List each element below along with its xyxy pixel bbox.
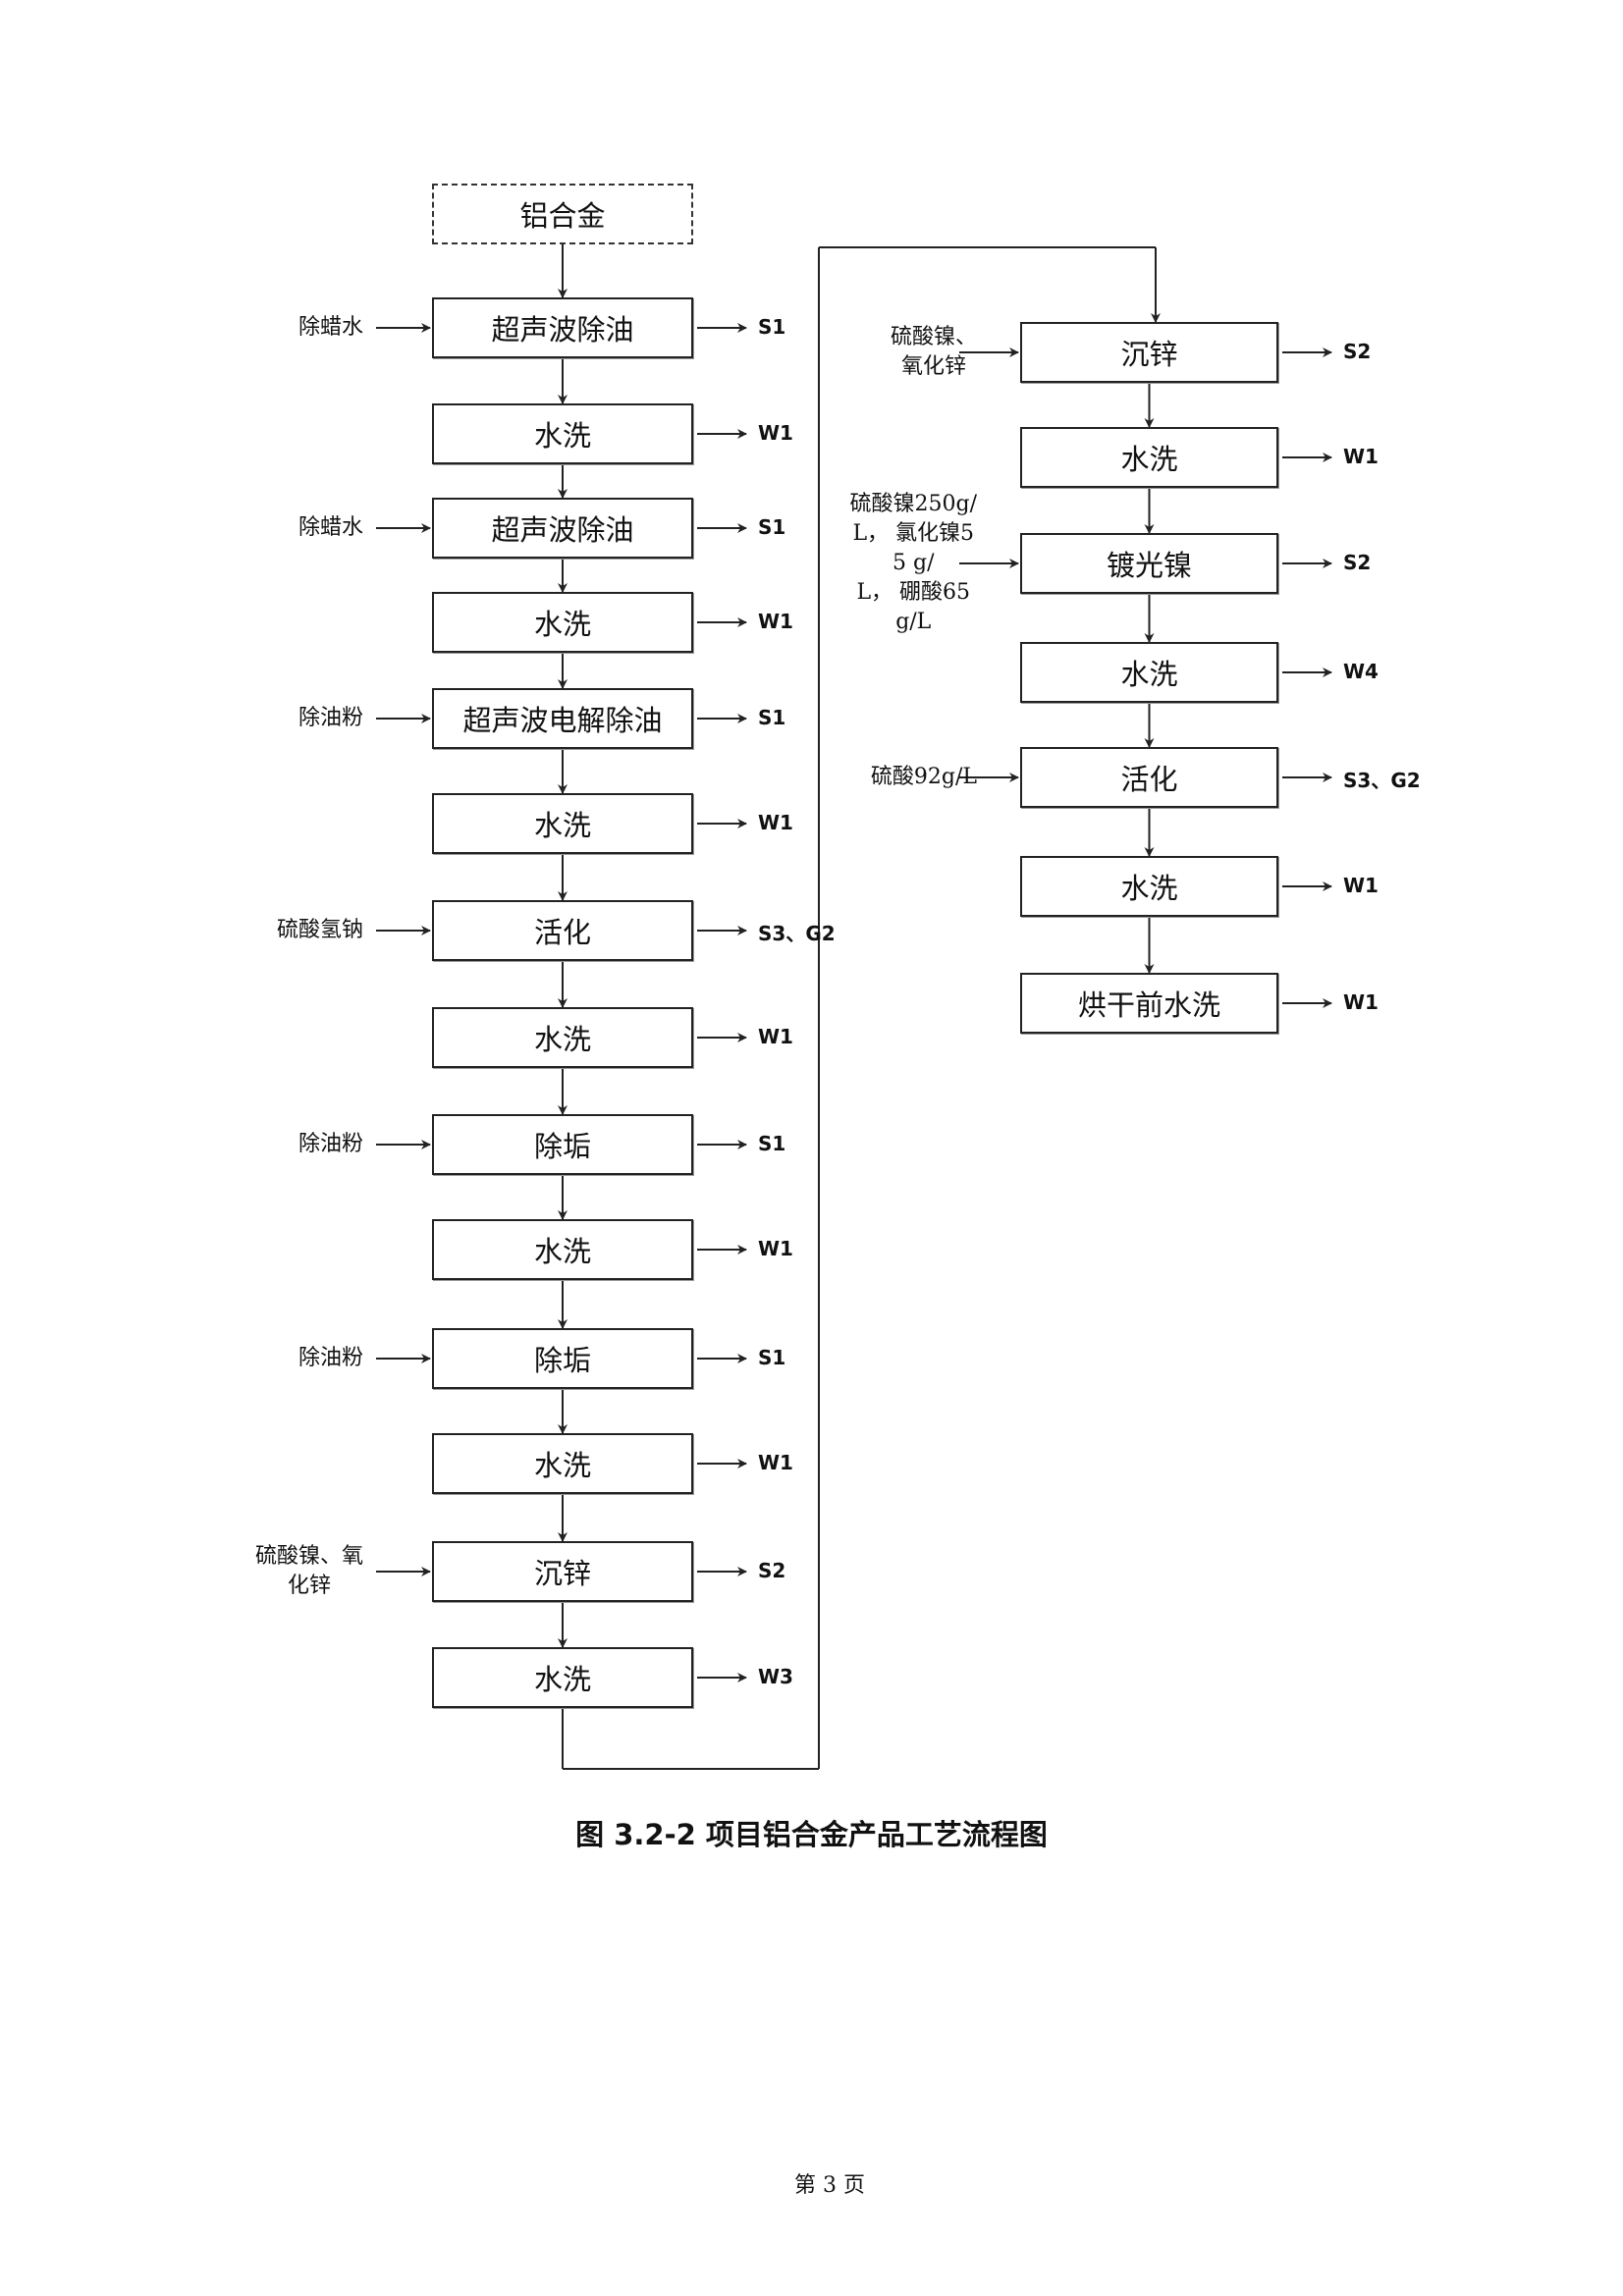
process-step-box: 沉锌 <box>1020 322 1278 383</box>
process-step-box: 水洗 <box>432 1007 693 1068</box>
process-step-box: 活化 <box>1020 747 1278 808</box>
input-material-label: 除油粉 <box>298 1346 363 1370</box>
output-emission-label: S1 <box>758 515 786 539</box>
output-emission-label: W1 <box>758 421 793 445</box>
output-emission-label: S1 <box>758 315 786 339</box>
output-emission-label: W4 <box>1343 660 1379 683</box>
output-emission-label: W1 <box>758 811 793 834</box>
output-emission-label: S3、G2 <box>1343 769 1421 792</box>
output-emission-label: S1 <box>758 1132 786 1155</box>
input-material-label: 硫酸镍250g/ L， 氯化镍5 5 g/ L， 硼酸65 g/L <box>849 492 978 634</box>
process-step-box: 除垢 <box>432 1328 693 1389</box>
process-step-box: 水洗 <box>432 592 693 653</box>
output-emission-label: W1 <box>1343 990 1379 1014</box>
output-emission-label: S1 <box>758 706 786 729</box>
input-material-label: 除蜡水 <box>298 315 363 340</box>
input-material-label: 除蜡水 <box>298 515 363 540</box>
process-step-box: 水洗 <box>432 1433 693 1494</box>
output-emission-label: S2 <box>1343 551 1372 574</box>
output-emission-label: S2 <box>758 1559 786 1582</box>
process-step-box: 活化 <box>432 900 693 961</box>
process-step-box: 铝合金 <box>432 184 693 244</box>
output-emission-label: W3 <box>758 1665 793 1688</box>
process-step-box: 烘干前水洗 <box>1020 973 1278 1034</box>
process-step-box: 除垢 <box>432 1114 693 1175</box>
process-step-box: 水洗 <box>1020 642 1278 703</box>
output-emission-label: W1 <box>1343 445 1379 468</box>
process-step-box: 水洗 <box>432 403 693 464</box>
output-emission-label: S2 <box>1343 340 1372 363</box>
process-step-box: 超声波电解除油 <box>432 688 693 749</box>
process-step-box: 水洗 <box>432 1647 693 1708</box>
input-material-label: 除油粉 <box>298 706 363 730</box>
process-step-box: 水洗 <box>432 793 693 854</box>
input-material-label: 硫酸镍、氧 化锌 <box>254 1544 363 1598</box>
output-emission-label: W1 <box>758 1025 793 1048</box>
output-emission-label: S3、G2 <box>758 922 836 945</box>
output-emission-label: W1 <box>758 1451 793 1474</box>
process-step-box: 沉锌 <box>432 1541 693 1602</box>
input-material-label: 硫酸92g/L <box>870 765 977 789</box>
process-step-box: 超声波除油 <box>432 297 693 358</box>
input-material-label: 硫酸镍、 氧化锌 <box>890 325 977 379</box>
output-emission-label: W1 <box>1343 874 1379 897</box>
process-step-box: 水洗 <box>432 1219 693 1280</box>
process-step-box: 水洗 <box>1020 856 1278 917</box>
input-material-label: 硫酸氢钠 <box>276 918 363 942</box>
page-number: 第 3 页 <box>794 2173 865 2198</box>
figure-caption: 图 3.2-2 项目铝合金产品工艺流程图 <box>575 1818 1048 1851</box>
output-emission-label: W1 <box>758 1237 793 1260</box>
output-emission-label: W1 <box>758 610 793 633</box>
process-step-box: 超声波除油 <box>432 498 693 559</box>
process-step-box: 水洗 <box>1020 427 1278 488</box>
input-material-label: 除油粉 <box>298 1132 363 1156</box>
output-emission-label: S1 <box>758 1346 786 1369</box>
process-step-box: 镀光镍 <box>1020 533 1278 594</box>
